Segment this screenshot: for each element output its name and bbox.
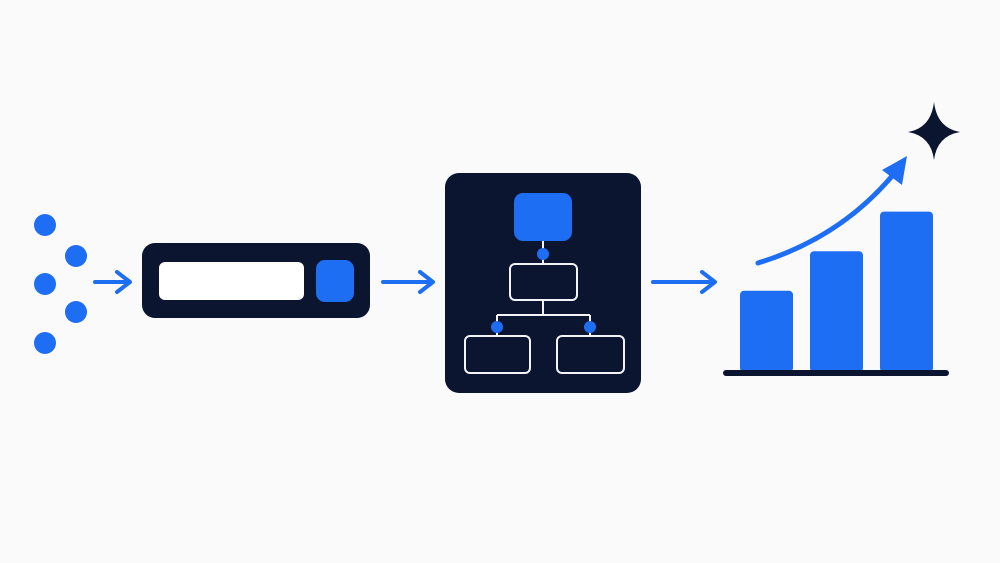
leaf-node-right [556,335,625,374]
search-button-shape [316,260,354,302]
dot [34,332,56,354]
connector-dot [537,248,549,260]
trend-arrow-head [882,156,907,185]
leaf-node-left [464,335,531,374]
arrow-right-icon [651,270,717,294]
search-field [159,262,304,300]
root-node [514,193,572,241]
dot [65,245,87,267]
dot [34,273,56,295]
dot [34,214,56,236]
connector-dot [584,321,596,333]
sparkle-icon [908,102,960,160]
search-bar-icon [142,243,370,318]
hierarchy-panel [445,173,641,393]
bar-1 [740,290,793,372]
arrow-right-icon [381,270,435,294]
arrow-right-icon [93,270,132,294]
dot [65,301,87,323]
trend-arrow-line [755,172,896,266]
hierarchy-panel-icon [445,173,641,393]
bar-3 [880,211,933,372]
bar-2 [810,251,863,372]
scattered-dots-icon [34,214,87,354]
growth-chart-icon [723,102,960,376]
connector-dot [491,321,503,333]
